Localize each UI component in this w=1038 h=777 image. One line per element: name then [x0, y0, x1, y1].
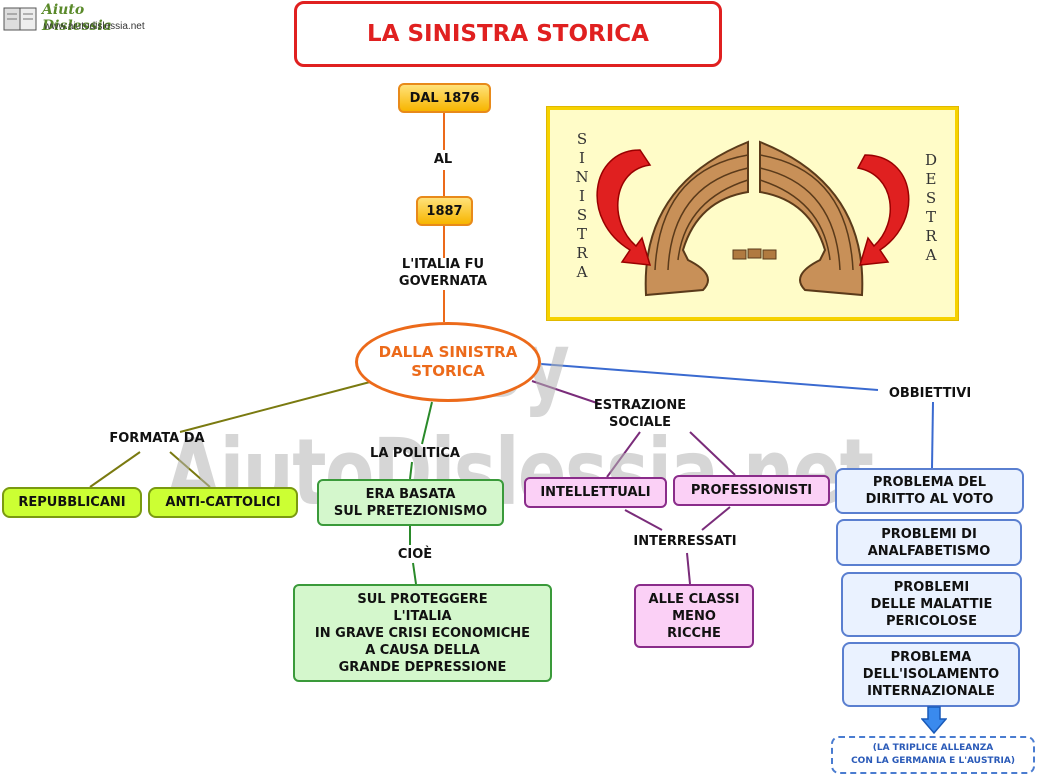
parliament-hemicycle-icon: [596, 140, 910, 297]
triplice-alleanza-box: (LA TRIPLICE ALLEANZA CON LA GERMANIA E …: [831, 736, 1035, 774]
protezionismo-box: ERA BASATA SUL PRETEZIONISMO: [317, 479, 504, 526]
timeline-start-box: DAL 1876: [398, 83, 491, 113]
malattie-box: PROBLEMI DELLE MALATTIE PERICOLOSE: [841, 572, 1022, 637]
logo-book-icon: [3, 7, 37, 31]
cioe-label: CIOÈ: [397, 547, 433, 562]
obbiettivi-label: OBBIETTIVI: [888, 386, 972, 401]
professionisti-box: PROFESSIONISTI: [673, 475, 830, 506]
logo-name: Aiuto Dislessia: [42, 2, 112, 34]
crisi-box: SUL PROTEGGERE L'ITALIA IN GRAVE CRISI E…: [293, 584, 552, 682]
formata-label: FORMATA DA: [109, 431, 205, 446]
interessati-label: INTERRESSATI: [633, 534, 737, 549]
repubblicani-box: REPUBBLICANI: [2, 487, 142, 518]
anticattolici-box: ANTI-CATTOLICI: [148, 487, 298, 518]
estrazione-label: ESTRAZIONE SOCIALE: [593, 398, 687, 430]
site-logo[interactable]: Aiuto Dislessia www.aiutodislessia.net: [2, 2, 152, 36]
politica-label: LA POLITICA: [370, 446, 460, 461]
classi-box: ALLE CLASSI MENO RICCHE: [634, 584, 754, 648]
analfabetismo-box: PROBLEMI DI ANALFABETISMO: [836, 519, 1022, 566]
governed-label: L'ITALIA FU GOVERNATA: [398, 257, 488, 289]
isolamento-box: PROBLEMA DELL'ISOLAMENTO INTERNAZIONALE: [842, 642, 1020, 707]
voto-box: PROBLEMA DEL DIRITTO AL VOTO: [835, 468, 1024, 514]
logo-url: www.aiutodislessia.net: [44, 21, 145, 32]
intellettuali-box: INTELLETTUALI: [524, 477, 667, 508]
down-arrow-icon: [921, 706, 947, 734]
timeline-end-box: 1887: [416, 196, 473, 226]
timeline-connector-label: AL: [433, 152, 453, 167]
page-title: LA SINISTRA STORICA: [294, 1, 722, 67]
central-concept: DALLA SINISTRA STORICA: [355, 322, 541, 402]
